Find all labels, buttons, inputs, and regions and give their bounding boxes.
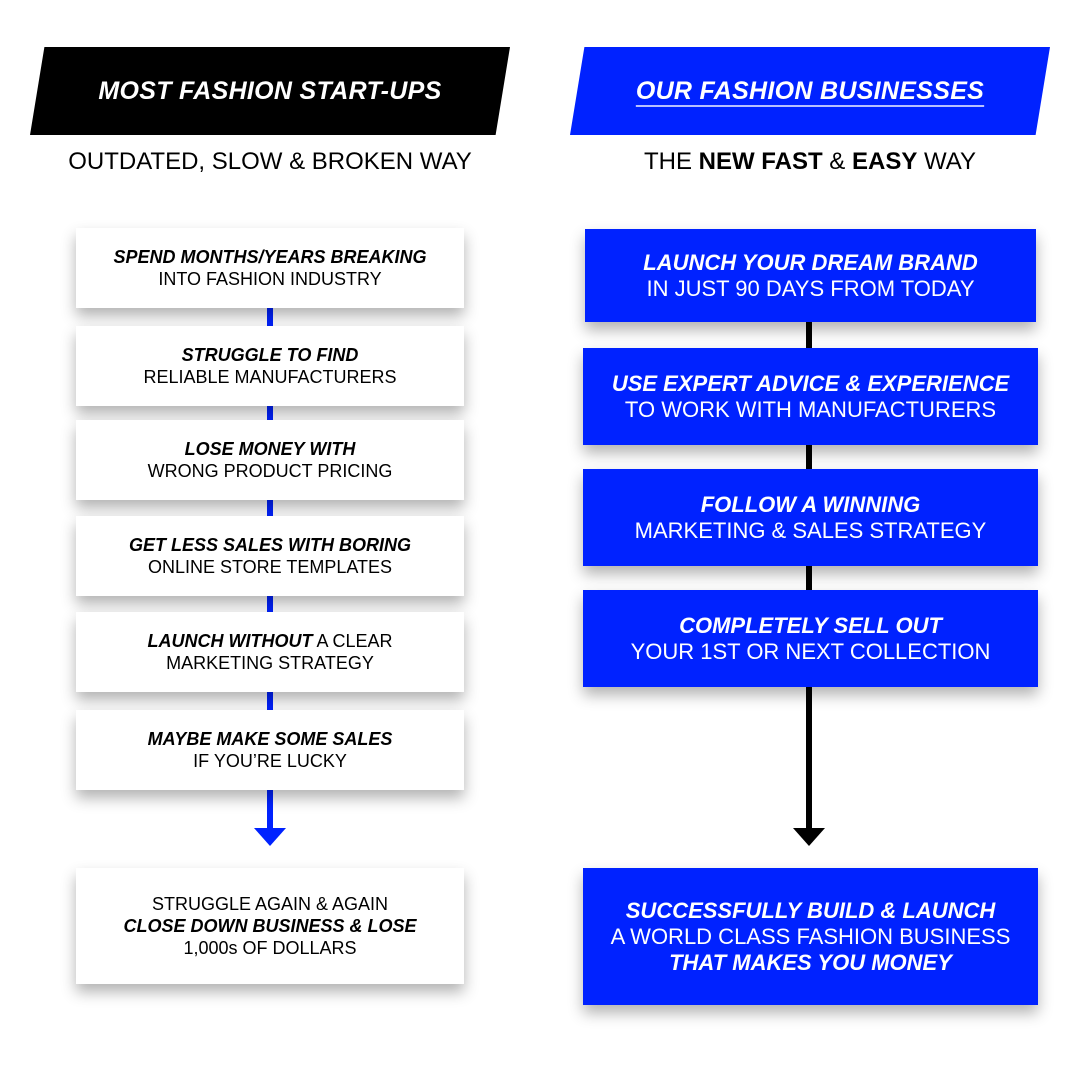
step-text: IN JUST 90 DAYS FROM TODAY [646, 275, 975, 301]
step-bold: COMPLETELY SELL OUT [679, 612, 942, 638]
step-text: WRONG PRODUCT PRICING [147, 461, 393, 481]
subtitle-part: THE [643, 148, 699, 175]
step-bold: LAUNCH WITHOUT [147, 631, 313, 651]
left-subtitle: OUTDATED, SLOW & BROKEN WAY [68, 148, 472, 175]
subtitle-part: WAY [917, 148, 977, 175]
step-bold: GET LESS SALES WITH BORING [128, 535, 411, 555]
step-bold: SPEND MONTHS/YEARS BREAKING [113, 247, 427, 267]
step-text: ONLINE STORE TEMPLATES [147, 557, 393, 577]
step-text: IF YOU’RE LUCKY [193, 751, 347, 771]
right-header-banner: OUR FASHION BUSINESSES [570, 47, 1050, 135]
left-header-title: MOST FASHION START-UPS [98, 76, 442, 105]
left-arrow-head-icon [254, 828, 286, 846]
step-bold: LOSE MONEY WITH [184, 439, 356, 459]
right-header-title: OUR FASHION BUSINESSES [635, 76, 985, 105]
step-text: YOUR 1ST OR NEXT COLLECTION [630, 638, 991, 664]
right-connector-line [806, 310, 812, 830]
left-header-banner: MOST FASHION START-UPS [30, 47, 510, 135]
right-subtitle: THE NEW FAST & EASY WAY [570, 148, 1050, 176]
step-bold: STRUGGLE TO FIND [181, 345, 359, 365]
right-arrow-head-icon [793, 828, 825, 846]
step-bold: LAUNCH YOUR DREAM BRAND [643, 249, 978, 275]
step-bold: FOLLOW A WINNING [700, 491, 921, 517]
outcome-text: A WORLD CLASS FASHION BUSINESS [610, 923, 1011, 949]
subtitle-bold: EASY [851, 148, 918, 175]
step-text: RELIABLE MANUFACTURERS [143, 367, 397, 387]
step-text: INTO FASHION INDUSTRY [158, 269, 382, 289]
step-text: A CLEAR [312, 631, 393, 651]
outcome-bold: SUCCESSFULLY BUILD & LAUNCH [625, 897, 996, 923]
outcome-text: 1,000s OF DOLLARS [183, 938, 357, 958]
step-bold: MAYBE MAKE SOME SALES [147, 729, 393, 749]
step-bold: USE EXPERT ADVICE & EXPERIENCE [611, 370, 1010, 396]
subtitle-bold: NEW FAST [698, 148, 823, 175]
outcome-text: STRUGGLE AGAIN & AGAIN [151, 894, 389, 914]
subtitle-part: & [822, 148, 852, 175]
step-text: MARKETING & SALES STRATEGY [634, 517, 987, 543]
outcome-bold: THAT MAKES YOU MONEY [669, 949, 952, 975]
outcome-bold: CLOSE DOWN BUSINESS & LOSE [123, 916, 417, 936]
step-text: MARKETING STRATEGY [166, 653, 374, 673]
step-text: TO WORK WITH MANUFACTURERS [624, 396, 997, 422]
